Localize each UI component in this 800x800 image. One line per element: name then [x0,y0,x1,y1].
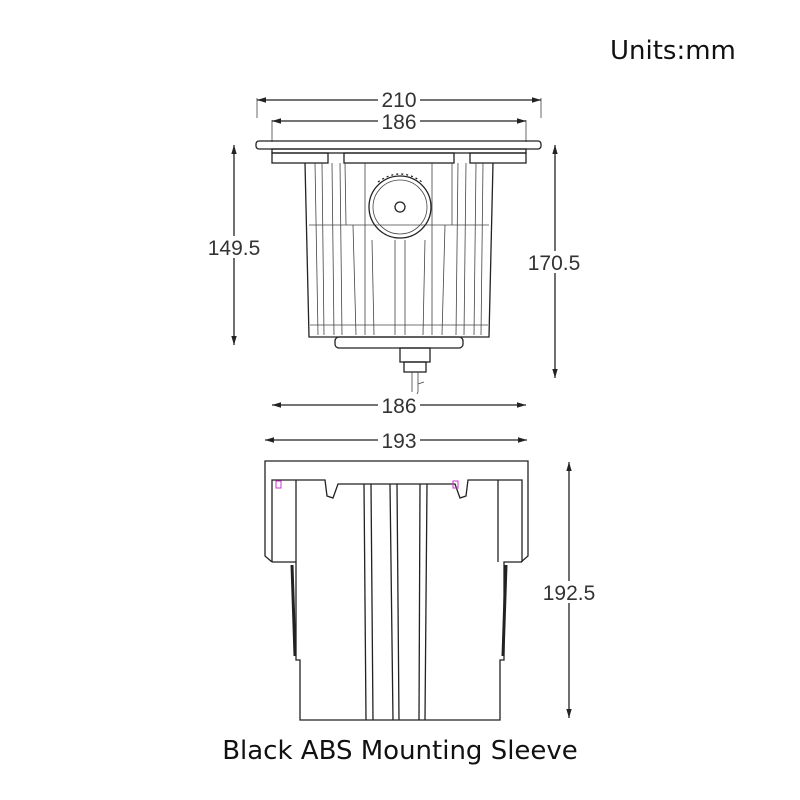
dim-label: 149.5 [208,237,261,260]
fixture-drawing: 210 186 [206,88,582,418]
dim-label: 170.5 [528,252,581,275]
dim-overall-width: 210 [256,88,542,118]
dim-label: 186 [381,111,416,134]
caption: Black ABS Mounting Sleeve [222,736,578,766]
dim-total-height: 170.5 [528,145,582,378]
units-label: Units:mm [610,36,736,66]
dim-bottom-width: 186 [272,394,526,418]
dim-label: 192.5 [543,582,596,605]
dim-sleeve-height: 192.5 [543,462,597,718]
marker [452,480,459,489]
dim-body-height: 149.5 [206,145,262,345]
lens-circle [368,175,432,239]
dim-label: 210 [381,89,416,112]
dim-flange-width: 186 [271,110,527,142]
dim-label: 186 [381,395,416,418]
sleeve-drawing: 193 192.5 [264,429,597,721]
marker [275,480,282,489]
dim-label: 193 [381,430,416,453]
dim-sleeve-width: 193 [265,429,527,453]
